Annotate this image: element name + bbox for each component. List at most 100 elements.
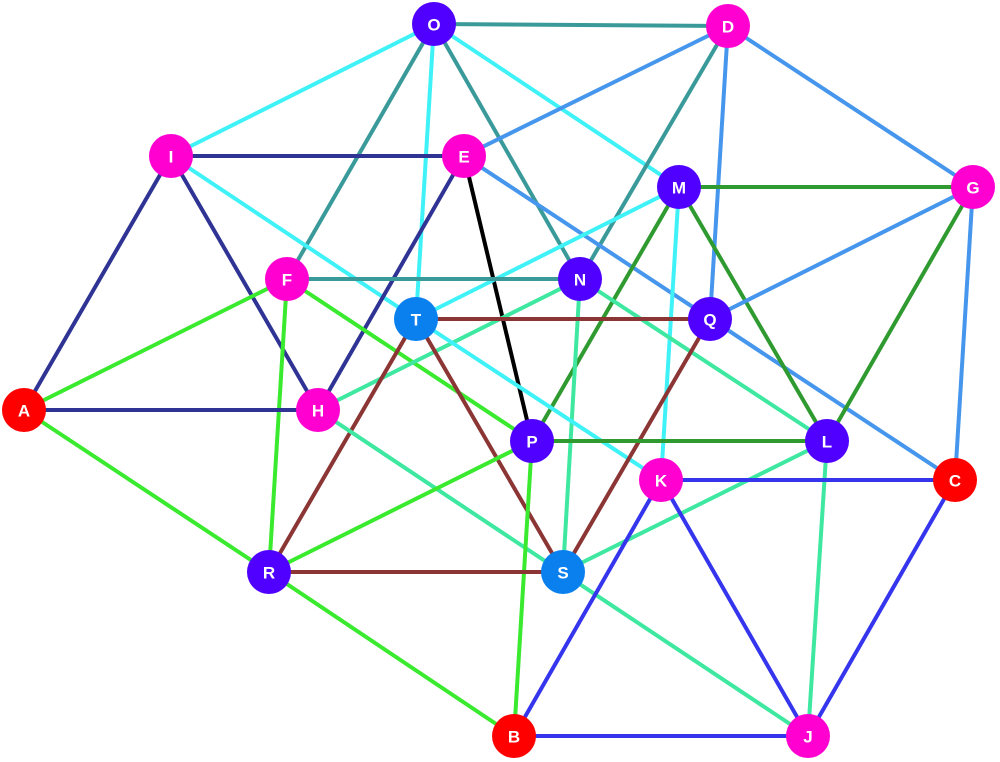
edge-O-F [285, 23, 436, 280]
node-label-C: C [949, 472, 961, 491]
node-label-Q: Q [703, 311, 716, 330]
node-circle-S [541, 550, 585, 594]
edge-K-B [512, 479, 663, 737]
edge-D-E [463, 24, 729, 158]
node-D: D [706, 4, 750, 48]
node-O: O [412, 2, 456, 46]
edge-G-L [825, 186, 975, 442]
edge-L-S [562, 439, 828, 574]
node-label-P: P [526, 433, 537, 452]
edge-M-L [677, 185, 829, 443]
node-circle-Q [688, 297, 732, 341]
node-G: G [951, 165, 995, 209]
edge-M-P [530, 185, 681, 443]
edge-M-K [659, 186, 681, 481]
node-circle-N [558, 257, 602, 301]
node-circle-F [265, 257, 309, 301]
node-Q: Q [688, 297, 732, 341]
edge-D-G [726, 24, 975, 189]
node-circle-L [805, 419, 849, 463]
node-label-S: S [557, 564, 568, 583]
edge-N-H [317, 277, 581, 412]
node-B: B [492, 714, 536, 758]
edge-I-T [169, 154, 418, 321]
node-L: L [805, 419, 849, 463]
edge-D-N [578, 24, 730, 281]
node-circle-J [786, 714, 830, 758]
node-H: H [296, 388, 340, 432]
node-N: N [558, 257, 602, 301]
node-circle-C [933, 458, 977, 502]
node-label-O: O [427, 16, 440, 35]
edge-O-N [432, 23, 582, 280]
node-circle-R [247, 550, 291, 594]
edge-K-J [659, 479, 810, 737]
node-label-N: N [574, 271, 586, 290]
node-circle-T [394, 297, 438, 341]
node-label-M: M [672, 179, 686, 198]
edge-N-L [578, 277, 829, 443]
edge-T-S [414, 317, 565, 574]
edges-layer [22, 22, 975, 738]
node-circle-I [149, 134, 193, 178]
edge-O-M [432, 22, 681, 189]
node-K: K [639, 458, 683, 502]
edge-A-R [22, 408, 271, 574]
node-label-K: K [655, 472, 668, 491]
node-label-H: H [312, 402, 324, 421]
edge-N-S [561, 278, 582, 573]
edge-O-T [414, 23, 436, 320]
edge-M-T [415, 185, 680, 321]
edge-T-R [267, 317, 418, 574]
edge-F-P [285, 277, 534, 443]
edge-P-R [268, 439, 533, 574]
edge-O-D [433, 22, 729, 28]
node-circle-P [510, 419, 554, 463]
node-P: P [510, 419, 554, 463]
edge-I-A [22, 154, 173, 412]
node-F: F [265, 257, 309, 301]
node-C: C [933, 458, 977, 502]
node-circle-A [2, 388, 46, 432]
node-E: E [442, 134, 486, 178]
edge-R-B [267, 570, 516, 738]
node-circle-E [442, 134, 486, 178]
node-circle-B [492, 714, 536, 758]
edge-L-J [806, 440, 829, 737]
edge-G-Q [709, 185, 974, 321]
edge-G-C [953, 186, 975, 481]
edge-D-Q [708, 25, 730, 320]
node-R: R [247, 550, 291, 594]
node-label-T: T [411, 311, 422, 330]
edge-O-I [170, 22, 435, 158]
node-label-R: R [263, 564, 275, 583]
edge-E-H [316, 155, 466, 411]
edge-E-P [462, 155, 534, 442]
edge-F-A [23, 277, 288, 412]
edge-P-B [512, 440, 534, 737]
node-circle-H [296, 388, 340, 432]
node-label-L: L [822, 433, 832, 452]
node-label-A: A [18, 402, 30, 421]
node-label-E: E [458, 148, 469, 167]
node-circle-K [639, 458, 683, 502]
node-S: S [541, 550, 585, 594]
edge-F-R [267, 278, 289, 573]
edge-I-H [169, 154, 320, 412]
node-I: I [149, 134, 193, 178]
node-label-G: G [966, 179, 979, 198]
node-label-J: J [803, 728, 812, 747]
node-circle-M [657, 165, 701, 209]
edge-C-J [806, 479, 957, 737]
node-circle-G [951, 165, 995, 209]
node-J: J [786, 714, 830, 758]
node-circle-O [412, 2, 456, 46]
node-label-B: B [508, 728, 520, 747]
node-circle-D [706, 4, 750, 48]
node-label-I: I [169, 148, 174, 167]
edge-Q-S [561, 317, 712, 574]
node-label-F: F [282, 271, 292, 290]
edge-T-K [414, 317, 663, 482]
node-M: M [657, 165, 701, 209]
